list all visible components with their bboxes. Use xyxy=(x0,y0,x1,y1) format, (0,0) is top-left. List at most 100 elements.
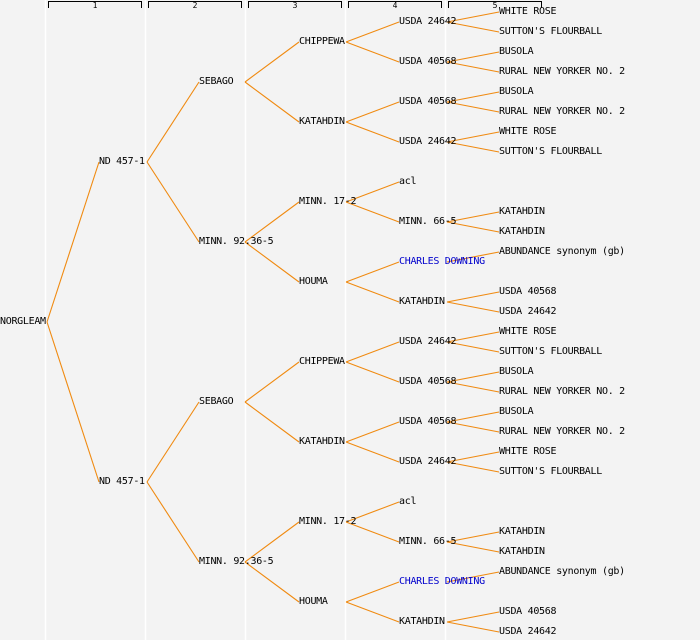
ancestor-gen-2[interactable]: SEBAGO xyxy=(199,396,234,407)
ancestor-gen-5[interactable]: USDA 40568 xyxy=(499,606,557,617)
pedigree-connector xyxy=(46,321,100,483)
ancestor-gen-5[interactable]: BUSOLA xyxy=(499,406,534,417)
ancestor-gen-4[interactable]: MINN. 66-5 xyxy=(399,536,457,547)
pedigree-connector xyxy=(345,341,400,363)
ancestor-gen-4[interactable]: USDA 40568 xyxy=(399,96,457,107)
ancestor-gen-5[interactable]: RURAL NEW YORKER NO. 2 xyxy=(499,386,625,397)
pedigree-connector xyxy=(244,361,300,403)
ancestor-gen-3[interactable]: CHIPPEWA xyxy=(299,356,345,367)
ancestor-gen-5[interactable]: RURAL NEW YORKER NO. 2 xyxy=(499,66,625,77)
ancestor-gen-5[interactable]: SUTTON'S FLOURBALL xyxy=(499,26,602,37)
ancestor-gen-5[interactable]: WHITE ROSE xyxy=(499,446,557,457)
pedigree-connector xyxy=(345,601,400,623)
pedigree-connector xyxy=(446,211,500,223)
ancestor-gen-4[interactable]: USDA 40568 xyxy=(399,56,457,67)
pedigree-connector xyxy=(446,571,500,583)
pedigree-connector xyxy=(345,41,400,63)
pedigree-connector xyxy=(446,371,500,383)
pedigree-connector xyxy=(244,81,300,123)
pedigree-connector xyxy=(345,201,400,223)
pedigree-connector xyxy=(244,201,300,243)
column-header-label: 2 xyxy=(192,1,198,10)
ancestor-gen-2[interactable]: SEBAGO xyxy=(199,76,234,87)
column-header-bracket xyxy=(348,1,442,8)
pedigree-connector xyxy=(446,461,500,473)
ancestor-gen-5[interactable]: KATAHDIN xyxy=(499,546,545,557)
ancestor-gen-5[interactable]: BUSOLA xyxy=(499,46,534,57)
root-cultivar[interactable]: NORGLEAM xyxy=(0,316,46,327)
ancestor-gen-3[interactable]: HOUMA xyxy=(299,596,328,607)
ancestor-gen-3[interactable]: KATAHDIN xyxy=(299,116,345,127)
pedigree-connector xyxy=(446,301,500,313)
column-header-label: 4 xyxy=(392,1,398,10)
ancestor-gen-4[interactable]: KATAHDIN xyxy=(399,616,445,627)
pedigree-connector xyxy=(345,101,400,123)
ancestor-gen-4[interactable]: CHARLES DOWNING xyxy=(399,576,485,587)
ancestor-gen-5[interactable]: ABUNDANCE synonym (gb) xyxy=(499,246,625,257)
ancestor-gen-1[interactable]: ND 457-1 xyxy=(99,476,145,487)
pedigree-connector xyxy=(46,161,100,323)
ancestor-gen-5[interactable]: USDA 24642 xyxy=(499,626,557,637)
pedigree-connector xyxy=(345,121,400,143)
ancestor-gen-5[interactable]: WHITE ROSE xyxy=(499,6,557,17)
ancestor-gen-1[interactable]: ND 457-1 xyxy=(99,156,145,167)
ancestor-gen-5[interactable]: WHITE ROSE xyxy=(499,126,557,137)
ancestor-gen-5[interactable]: BUSOLA xyxy=(499,366,534,377)
ancestor-gen-4[interactable]: CHARLES DOWNING xyxy=(399,256,485,267)
pedigree-connector xyxy=(446,531,500,543)
pedigree-connector xyxy=(446,51,500,63)
ancestor-gen-4[interactable]: USDA 24642 xyxy=(399,16,457,27)
pedigree-connector xyxy=(446,611,500,623)
pedigree-connector xyxy=(446,411,500,423)
column-header-label: 3 xyxy=(292,1,298,10)
pedigree-connector xyxy=(146,161,200,243)
ancestor-gen-5[interactable]: KATAHDIN xyxy=(499,226,545,237)
ancestor-gen-3[interactable]: HOUMA xyxy=(299,276,328,287)
pedigree-connector xyxy=(446,251,500,263)
ancestor-gen-4[interactable]: acl xyxy=(399,176,417,187)
ancestor-gen-4[interactable]: USDA 24642 xyxy=(399,136,457,147)
pedigree-connector xyxy=(446,221,500,233)
pedigree-connector xyxy=(345,21,400,43)
pedigree-connector xyxy=(146,401,200,483)
pedigree-connector xyxy=(345,581,400,603)
pedigree-connector xyxy=(345,181,400,203)
pedigree-connector xyxy=(446,131,500,143)
ancestor-gen-5[interactable]: BUSOLA xyxy=(499,86,534,97)
ancestor-gen-3[interactable]: MINN. 17-2 xyxy=(299,516,357,527)
pedigree-connector xyxy=(244,521,300,563)
ancestor-gen-4[interactable]: USDA 24642 xyxy=(399,336,457,347)
pedigree-connector xyxy=(446,291,500,303)
column-header-label: 1 xyxy=(92,1,98,10)
ancestor-gen-3[interactable]: CHIPPEWA xyxy=(299,36,345,47)
ancestor-gen-5[interactable]: WHITE ROSE xyxy=(499,326,557,337)
ancestor-gen-3[interactable]: KATAHDIN xyxy=(299,436,345,447)
column-header-bracket xyxy=(448,1,542,8)
ancestor-gen-5[interactable]: KATAHDIN xyxy=(499,526,545,537)
ancestor-gen-4[interactable]: USDA 40568 xyxy=(399,376,457,387)
pedigree-connector xyxy=(244,561,300,603)
pedigree-connector xyxy=(446,91,500,103)
ancestor-gen-5[interactable]: ABUNDANCE synonym (gb) xyxy=(499,566,625,577)
ancestor-gen-4[interactable]: USDA 24642 xyxy=(399,456,457,467)
ancestor-gen-5[interactable]: SUTTON'S FLOURBALL xyxy=(499,346,602,357)
ancestor-gen-4[interactable]: MINN. 66-5 xyxy=(399,216,457,227)
column-header-bracket xyxy=(248,1,342,8)
pedigree-connector xyxy=(446,451,500,463)
ancestor-gen-5[interactable]: RURAL NEW YORKER NO. 2 xyxy=(499,106,625,117)
ancestor-gen-5[interactable]: USDA 24642 xyxy=(499,306,557,317)
ancestor-gen-3[interactable]: MINN. 17-2 xyxy=(299,196,357,207)
ancestor-gen-5[interactable]: KATAHDIN xyxy=(499,206,545,217)
ancestor-gen-5[interactable]: USDA 40568 xyxy=(499,286,557,297)
ancestor-gen-4[interactable]: USDA 40568 xyxy=(399,416,457,427)
ancestor-gen-5[interactable]: RURAL NEW YORKER NO. 2 xyxy=(499,426,625,437)
ancestor-gen-5[interactable]: SUTTON'S FLOURBALL xyxy=(499,466,602,477)
ancestor-gen-2[interactable]: MINN. 92.36-5 xyxy=(199,236,274,247)
ancestor-gen-4[interactable]: KATAHDIN xyxy=(399,296,445,307)
ancestor-gen-4[interactable]: acl xyxy=(399,496,417,507)
pedigree-connector xyxy=(244,401,300,443)
ancestor-gen-2[interactable]: MINN. 92.36-5 xyxy=(199,556,274,567)
pedigree-connector xyxy=(446,141,500,153)
ancestor-gen-5[interactable]: SUTTON'S FLOURBALL xyxy=(499,146,602,157)
